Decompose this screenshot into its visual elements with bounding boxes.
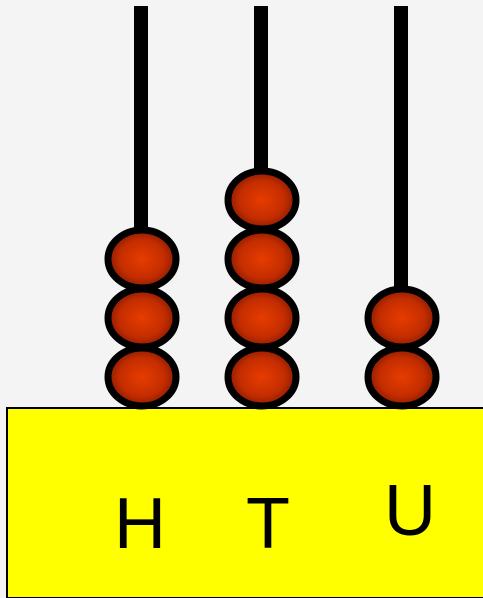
column-label-hundreds: H: [114, 484, 166, 564]
bead-tens-3: [224, 226, 300, 292]
bead-tens-2: [224, 285, 300, 351]
abacus-base: [6, 407, 483, 598]
column-label-units: U: [384, 471, 436, 551]
beads-group: [104, 167, 440, 410]
column-label-tens: T: [246, 484, 290, 564]
bead-units-2: [364, 285, 440, 351]
bead-tens-4: [224, 167, 300, 233]
bead-units-1: [364, 344, 440, 410]
bead-hundreds-2: [104, 285, 180, 351]
bead-tens-1: [224, 344, 300, 410]
bead-hundreds-1: [104, 344, 180, 410]
bead-hundreds-3: [104, 226, 180, 292]
